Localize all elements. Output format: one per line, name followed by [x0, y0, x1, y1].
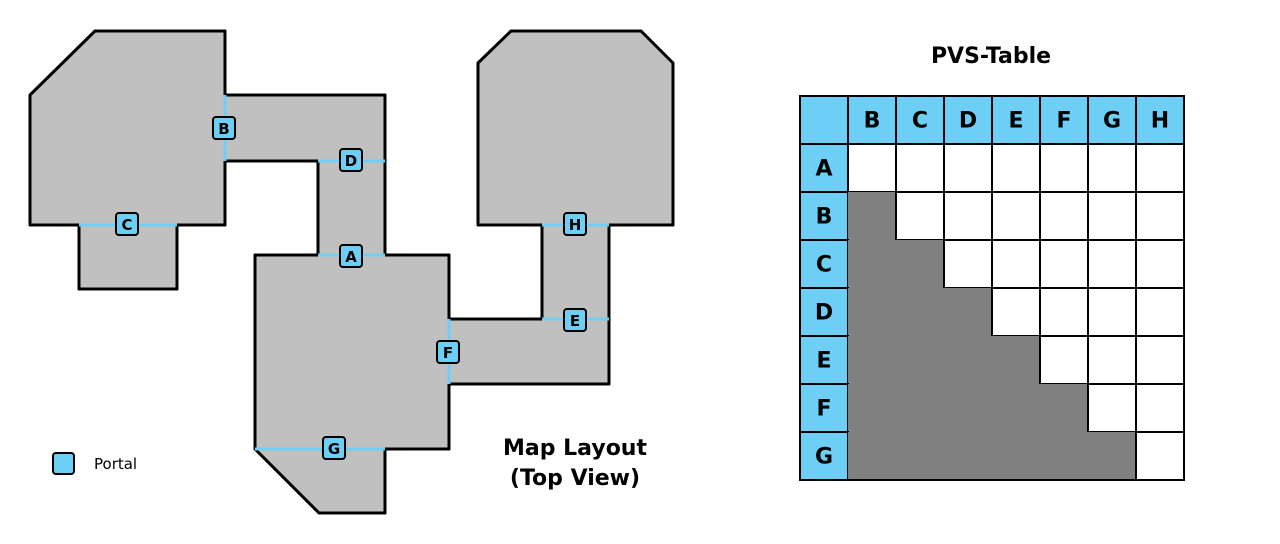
pvs-row-header-label: E [816, 349, 831, 374]
pvs-cell [1135, 431, 1185, 481]
pvs-col-header-label: E [1008, 109, 1023, 134]
pvs-cell-shaded [848, 192, 896, 240]
map-layout: A B C D E F G H Portal Map Layout (Top View) [28, 29, 675, 515]
pvs-row-header-label: D [815, 301, 833, 326]
pvs-col-header-label: B [864, 109, 881, 134]
pvs-row-header-label: B [816, 205, 833, 230]
portal-label-e: E [570, 312, 580, 330]
portal-label-f: F [443, 344, 453, 362]
pvs-cell [1135, 191, 1185, 241]
pvs-cell [943, 143, 993, 193]
pvs-row-header-label: G [815, 445, 833, 470]
pvs-cell-shaded [992, 432, 1040, 480]
pvs-cell-shaded [992, 384, 1040, 432]
pvs-cell-shaded [848, 432, 896, 480]
pvs-row-header [799, 335, 849, 385]
portal-label-h: H [569, 216, 582, 234]
pvs-cell [1087, 191, 1137, 241]
pvs-col-header-label: G [1103, 109, 1121, 134]
pvs-cell-shaded [896, 432, 944, 480]
pvs-cell [1087, 143, 1137, 193]
pvs-cell [895, 143, 945, 193]
portal-label-d: D [345, 152, 357, 170]
pvs-cell-shaded [944, 288, 992, 336]
pvs-cell [1087, 335, 1137, 385]
pvs-cell [991, 143, 1041, 193]
pvs-col-header-label: C [912, 109, 928, 134]
portal-label-c: C [121, 216, 132, 234]
pvs-cell [1135, 335, 1185, 385]
pvs-cell [1135, 383, 1185, 433]
pvs-row-header-label: C [816, 253, 832, 278]
pvs-col-header [895, 95, 945, 145]
pvs-row-header-label: A [815, 157, 832, 182]
pvs-corner-cell [799, 95, 849, 145]
pvs-border [799, 95, 1185, 481]
pvs-cell-shaded [944, 336, 992, 384]
pvs-cell [1087, 287, 1137, 337]
pvs-cell-shaded [896, 384, 944, 432]
pvs-cell [1135, 143, 1185, 193]
pvs-cell [991, 239, 1041, 289]
pvs-col-header-label: F [1056, 109, 1071, 134]
map-title-line1: Map Layout [503, 436, 647, 461]
portal-marker-b [212, 116, 236, 140]
portal-marker-h [563, 212, 587, 236]
portal-marker-e [563, 308, 587, 332]
portal-marker-d [339, 148, 363, 172]
pvs-cell [943, 191, 993, 241]
portal-label-a: A [345, 248, 357, 266]
pvs-cell [943, 239, 993, 289]
map-title-line2: (Top View) [510, 466, 640, 491]
pvs-col-header-label: H [1151, 109, 1169, 134]
portal-marker-f [436, 340, 460, 364]
pvs-cell [991, 191, 1041, 241]
pvs-row-header [799, 383, 849, 433]
pvs-cell [1087, 383, 1137, 433]
pvs-col-header-label: D [959, 109, 977, 134]
pvs-cell [1135, 287, 1185, 337]
pvs-row-header [799, 287, 849, 337]
pvs-cell-shaded [1040, 384, 1088, 432]
pvs-cell [1135, 239, 1185, 289]
pvs-cell-shaded [848, 240, 896, 288]
pvs-cell [847, 143, 897, 193]
pvs-cell-shaded [896, 240, 944, 288]
pvs-cell [895, 191, 945, 241]
pvs-cell-shaded [1088, 432, 1136, 480]
pvs-cell-shaded [896, 336, 944, 384]
portal-marker-c [115, 212, 139, 236]
pvs-row-header [799, 143, 849, 193]
portal-marker-g [322, 436, 346, 460]
pvs-cell-shaded [848, 288, 896, 336]
pvs-cell-shaded [1040, 432, 1088, 480]
pvs-cell [1087, 239, 1137, 289]
pvs-cell [1039, 335, 1089, 385]
pvs-cell-shaded [896, 288, 944, 336]
pvs-cell-shaded [848, 336, 896, 384]
legend-portal-label: Portal [94, 455, 137, 473]
pvs-cell [1039, 287, 1089, 337]
legend-portal-swatch [52, 452, 75, 475]
pvs-cell-shaded [992, 336, 1040, 384]
portal-marker-a [339, 244, 363, 268]
pvs-row-header [799, 191, 849, 241]
room-outline [28, 29, 675, 515]
pvs-title: PVS-Table [931, 44, 1051, 69]
pvs-cell-shaded [944, 432, 992, 480]
pvs-cell [991, 287, 1041, 337]
portal-label-b: B [218, 120, 229, 138]
pvs-cell [1039, 191, 1089, 241]
pvs-cell [1039, 143, 1089, 193]
pvs-row-header-label: F [816, 397, 831, 422]
pvs-cell-shaded [848, 384, 896, 432]
pvs-cell [1039, 239, 1089, 289]
pvs-cell-shaded [944, 384, 992, 432]
portal-label-g: G [328, 440, 340, 458]
